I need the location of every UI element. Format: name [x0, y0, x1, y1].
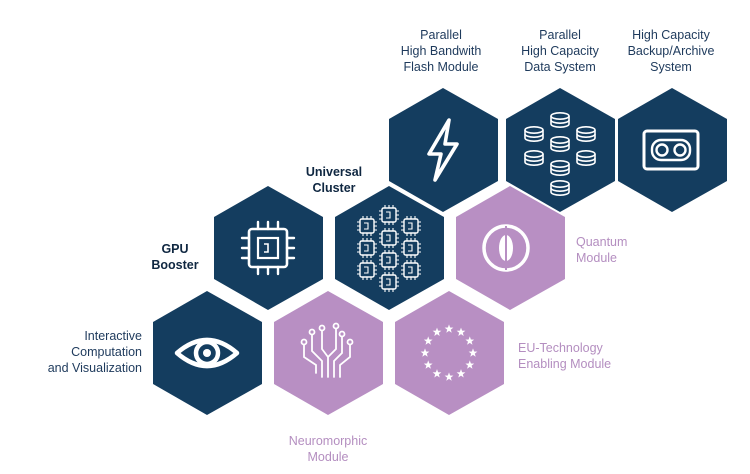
eu-star	[444, 372, 454, 381]
label-line: Interactive	[84, 329, 142, 343]
module-hex-universal-cluster	[335, 186, 444, 310]
eu-star	[465, 336, 475, 345]
label-line: Computation	[71, 345, 142, 359]
module-hex-eu-technology	[395, 291, 504, 415]
module-hex-data-system	[506, 88, 615, 212]
chip-icon	[240, 220, 296, 276]
lightning-icon	[427, 118, 459, 182]
label-line: GPU	[161, 242, 189, 256]
label-line: High Capacity	[521, 44, 599, 58]
eu-star	[432, 327, 442, 336]
eu-star	[423, 336, 433, 345]
label-line: System	[650, 60, 692, 74]
eu-stars-icon	[420, 324, 478, 381]
label-line: Parallel	[539, 28, 581, 42]
label-line: Module	[307, 450, 349, 464]
label-line: Universal	[305, 165, 363, 179]
label-line: Enabling Module	[518, 357, 612, 371]
eu-star	[456, 327, 466, 336]
module-hex-flash	[389, 88, 498, 212]
module-hex-archive	[618, 88, 727, 212]
label-line: Module	[576, 251, 617, 265]
module-hex-quantum	[456, 186, 565, 310]
label-line: EU-Technology	[518, 341, 603, 355]
label-line: Backup/Archive	[627, 44, 715, 58]
label-line: Neuromorphic	[288, 434, 368, 448]
label-line: High Capacity	[632, 28, 710, 42]
module-hex-interactive	[153, 291, 262, 415]
eu-star	[468, 348, 478, 357]
label-line: Booster	[151, 258, 199, 272]
eu-star	[465, 360, 475, 369]
eu-star	[456, 369, 466, 378]
label-line: Quantum	[576, 235, 628, 249]
label-line: Data System	[524, 60, 596, 74]
eu-star	[432, 369, 442, 378]
label-line: Parallel	[420, 28, 462, 42]
module-hex-neuromorphic	[274, 291, 383, 415]
label-line: Cluster	[312, 181, 356, 195]
eu-star	[444, 324, 454, 333]
eu-star	[423, 360, 433, 369]
tape-cassette-icon	[642, 129, 700, 171]
label-line: Flash Module	[403, 60, 479, 74]
module-hex-gpu-booster	[214, 186, 323, 310]
qubit-sphere-icon	[482, 224, 530, 272]
neural-circuit-icon	[300, 322, 354, 378]
label-line: and Visualization	[47, 361, 142, 375]
label-line: High Bandwith	[400, 44, 482, 58]
eye-icon	[174, 337, 240, 369]
eu-star	[420, 348, 430, 357]
label-gpu-booster: GPU Booster	[140, 241, 210, 273]
